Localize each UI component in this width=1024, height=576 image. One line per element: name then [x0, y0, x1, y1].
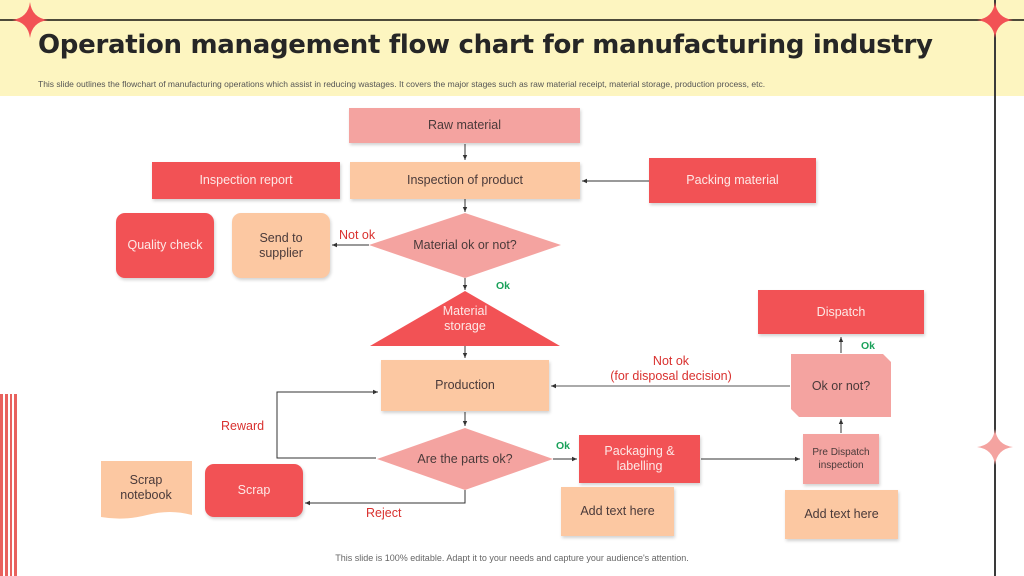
right-divider-line — [994, 0, 996, 576]
arrow-reward-loop — [276, 389, 378, 459]
label-not-ok-disposal-line1: Not ok — [652, 354, 690, 368]
node-packing-material: Packing material — [649, 158, 816, 203]
node-material-ok-decision: Material ok or not? — [413, 237, 517, 252]
label-ok-material: Ok — [496, 280, 511, 292]
arrow-reject — [305, 490, 466, 506]
star-icon — [977, 429, 1013, 465]
node-send-to-supplier: Send to supplier — [232, 213, 330, 278]
node-parts-ok-decision: Are the parts ok? — [417, 451, 513, 466]
footer-note: This slide is 100% editable. Adapt it to… — [335, 553, 689, 563]
side-stripes-decoration — [0, 394, 17, 576]
node-add-text-2[interactable]: Add text here — [785, 490, 898, 539]
node-scrap-notebook: Scrap notebook — [120, 473, 172, 502]
node-ok-or-not: Ok or not? — [811, 378, 871, 393]
star-icon — [12, 2, 48, 38]
label-reward: Reward — [221, 419, 265, 433]
node-packaging-labelling: Packaging & labelling — [579, 435, 700, 483]
label-not-ok-material: Not ok — [339, 228, 376, 242]
label-not-ok-disposal-line2: (for disposal decision) — [610, 369, 732, 383]
star-icon — [977, 2, 1013, 38]
node-quality-check: Quality check — [116, 213, 214, 278]
node-inspection-report: Inspection report — [152, 162, 340, 199]
label-not-ok-disposal: Not ok (for disposal decision) — [600, 354, 742, 384]
page-title: Operation management flow chart for manu… — [38, 30, 933, 60]
label-reject: Reject — [366, 506, 402, 520]
node-scrap: Scrap — [205, 464, 303, 517]
header-divider-line — [0, 19, 1024, 21]
node-add-text-1[interactable]: Add text here — [561, 487, 674, 536]
header-band — [0, 0, 1024, 96]
page-subtitle: This slide outlines the flowchart of man… — [38, 79, 766, 89]
node-inspection-of-product: Inspection of product — [350, 162, 580, 199]
node-dispatch: Dispatch — [758, 290, 924, 334]
node-raw-material: Raw material — [349, 108, 580, 143]
node-material-storage: Material storage — [442, 304, 488, 333]
node-pre-dispatch-inspection: Pre Dispatch inspection — [803, 434, 879, 484]
label-ok-dispatch: Ok — [861, 340, 876, 352]
node-production: Production — [381, 360, 549, 411]
label-ok-parts: Ok — [556, 440, 571, 452]
